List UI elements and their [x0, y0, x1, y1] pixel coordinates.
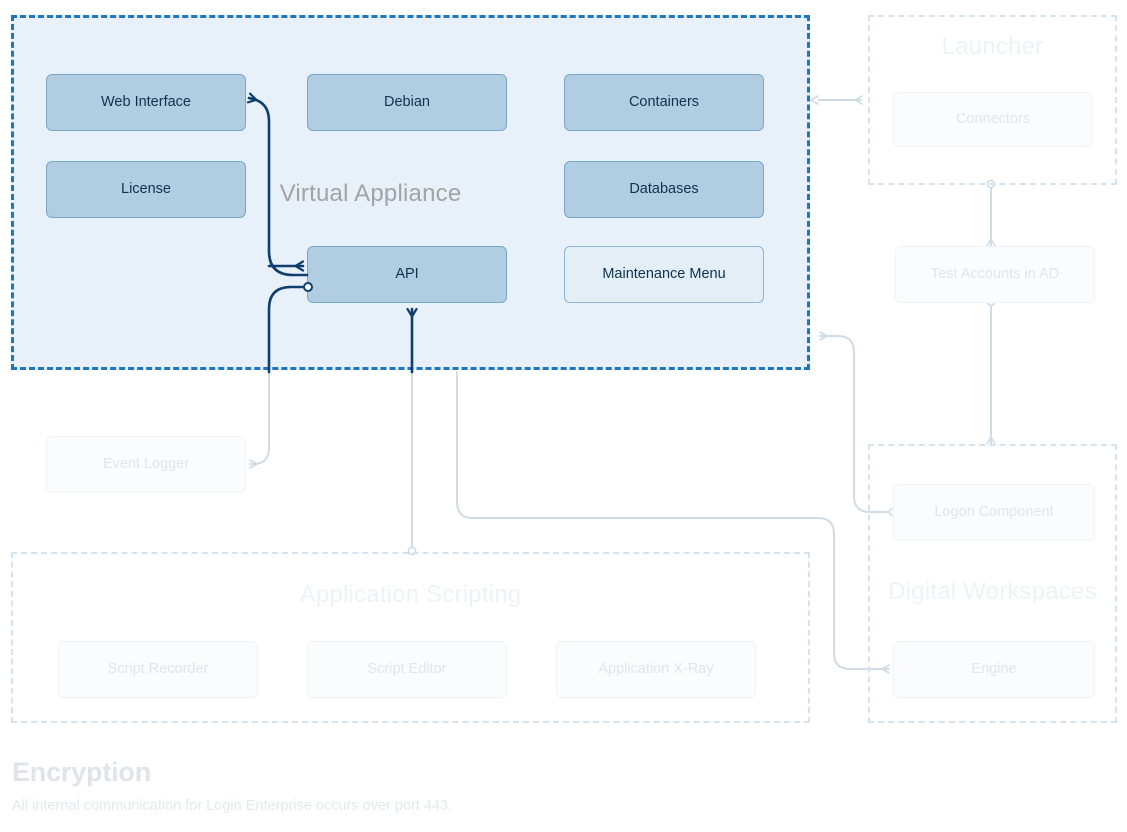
node-label: Event Logger [102, 455, 190, 472]
group-title-digital-workspaces: Digital Workspaces [888, 578, 1097, 605]
node-application-x-ray[interactable]: Application X-Ray [556, 641, 756, 698]
node-label: Debian [384, 93, 430, 110]
node-maintenance-menu[interactable]: Maintenance Menu [564, 246, 764, 303]
node-label: Web Interface [100, 93, 191, 110]
node-label: Script Editor [367, 660, 447, 677]
node-logon-component[interactable]: Logon Component [893, 484, 1095, 541]
node-label: Databases [629, 180, 699, 197]
node-label: API [395, 265, 419, 282]
wire-test-accounts-to-digital-workspaces [986, 297, 996, 445]
group-title-application-scripting: Application Scripting [299, 581, 522, 608]
node-label: Connectors [955, 110, 1031, 127]
node-test-accounts-in-ad[interactable]: Test Accounts in AD [895, 246, 1095, 303]
node-label: Application X-Ray [598, 660, 714, 677]
node-label: Containers [628, 93, 700, 110]
node-databases[interactable]: Databases [564, 161, 764, 218]
node-label: Test Accounts in AD [930, 265, 1060, 282]
wire-api-to-application-scripting [407, 372, 417, 556]
group-title-launcher: Launcher [941, 33, 1044, 60]
footer-encryption: Encryption All internal communication fo… [12, 757, 912, 814]
group-title-virtual-appliance: Virtual Appliance [279, 180, 462, 207]
node-label: Logon Component [934, 503, 1054, 520]
node-containers[interactable]: Containers [564, 74, 764, 131]
footer-title: Encryption [12, 757, 152, 787]
node-label: License [121, 180, 171, 197]
node-engine[interactable]: Engine [893, 641, 1095, 698]
node-script-recorder[interactable]: Script Recorder [58, 641, 258, 698]
wire-launcher-to-test-accounts [986, 179, 996, 247]
node-label: Script Recorder [107, 660, 209, 677]
node-license[interactable]: License [46, 161, 246, 218]
node-web-interface[interactable]: Web Interface [46, 74, 246, 131]
node-script-editor[interactable]: Script Editor [307, 641, 507, 698]
node-label: Engine [971, 660, 1017, 677]
node-label: Maintenance Menu [602, 265, 726, 282]
node-event-logger[interactable]: Event Logger [46, 436, 246, 493]
wire-appliance-to-event-logger [249, 371, 270, 469]
group-digital-workspaces: Digital Workspaces [868, 444, 1117, 723]
node-connectors[interactable]: Connectors [893, 92, 1093, 147]
node-api[interactable]: API [307, 246, 507, 303]
node-debian[interactable]: Debian [307, 74, 507, 131]
footer-subtitle: All internal communication for Login Ent… [12, 798, 453, 814]
